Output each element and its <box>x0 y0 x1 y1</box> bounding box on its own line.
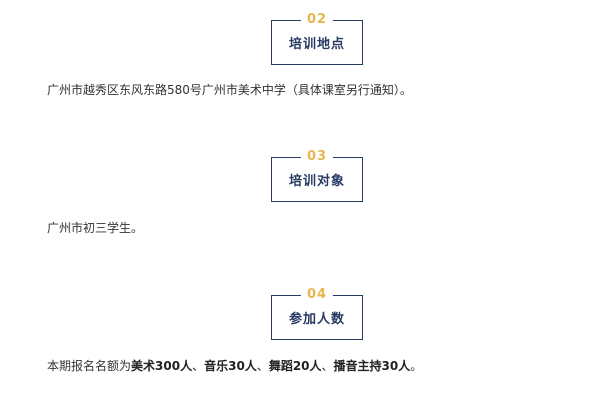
location-text: 广州市越秀区东风东路580号广州市美术中学（具体课室另行通知）。 <box>47 83 412 97</box>
quota-sep: 、 <box>321 359 334 373</box>
section-title: 培训对象 <box>288 174 345 189</box>
section-title: 培训地点 <box>288 37 345 52</box>
section-number: 04 <box>300 286 334 304</box>
quota-sep: 、 <box>192 359 205 373</box>
quota-art: 美术300人 <box>131 359 193 373</box>
quota-sep: 、 <box>256 359 269 373</box>
quota-broadcast: 播音主持30人 <box>333 359 411 373</box>
section-badge-target: 03 培训对象 <box>271 148 363 202</box>
quota-text: 本期报名名额为美术300人、音乐30人、舞蹈20人、播音主持30人。 <box>47 357 422 375</box>
quota-music: 音乐30人 <box>204 359 257 373</box>
section-badge-location: 02 培训地点 <box>271 11 363 65</box>
quota-end: 。 <box>410 359 423 373</box>
target-text: 广州市初三学生。 <box>47 221 144 235</box>
quota-dance: 舞蹈20人 <box>268 359 322 373</box>
quota-intro: 本期报名名额为 <box>47 359 132 373</box>
section-title: 参加人数 <box>288 312 345 327</box>
section-badge-quota: 04 参加人数 <box>271 286 363 340</box>
section-number: 02 <box>300 11 334 29</box>
section-number: 03 <box>300 148 334 166</box>
